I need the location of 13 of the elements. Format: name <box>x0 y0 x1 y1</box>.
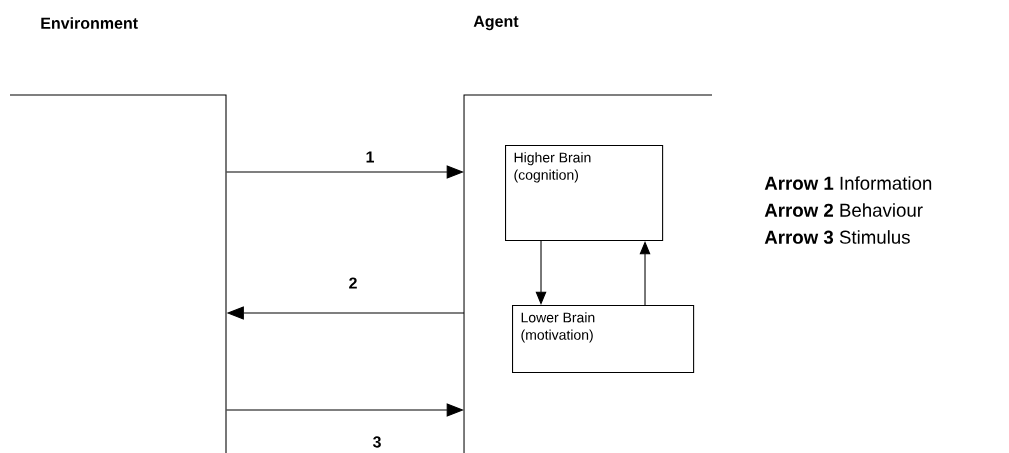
arrow <box>226 165 464 179</box>
arrow <box>639 241 651 306</box>
edge-label: 1 <box>364 150 376 164</box>
edge-label: 3 <box>371 435 383 449</box>
edge-label: 2 <box>347 276 359 290</box>
arrow <box>226 403 464 417</box>
process-box: Lower Brain (motivation) <box>512 305 695 373</box>
arrow <box>535 240 547 305</box>
legend-text: Arrow 2 Behaviour <box>764 203 923 217</box>
legend-text: Arrow 1 Information <box>764 176 932 190</box>
region-frame: Environment <box>9 17 227 453</box>
legend-text: Arrow 3 Stimulus <box>764 230 910 244</box>
process-box: Higher Brain (cognition) <box>505 145 664 241</box>
